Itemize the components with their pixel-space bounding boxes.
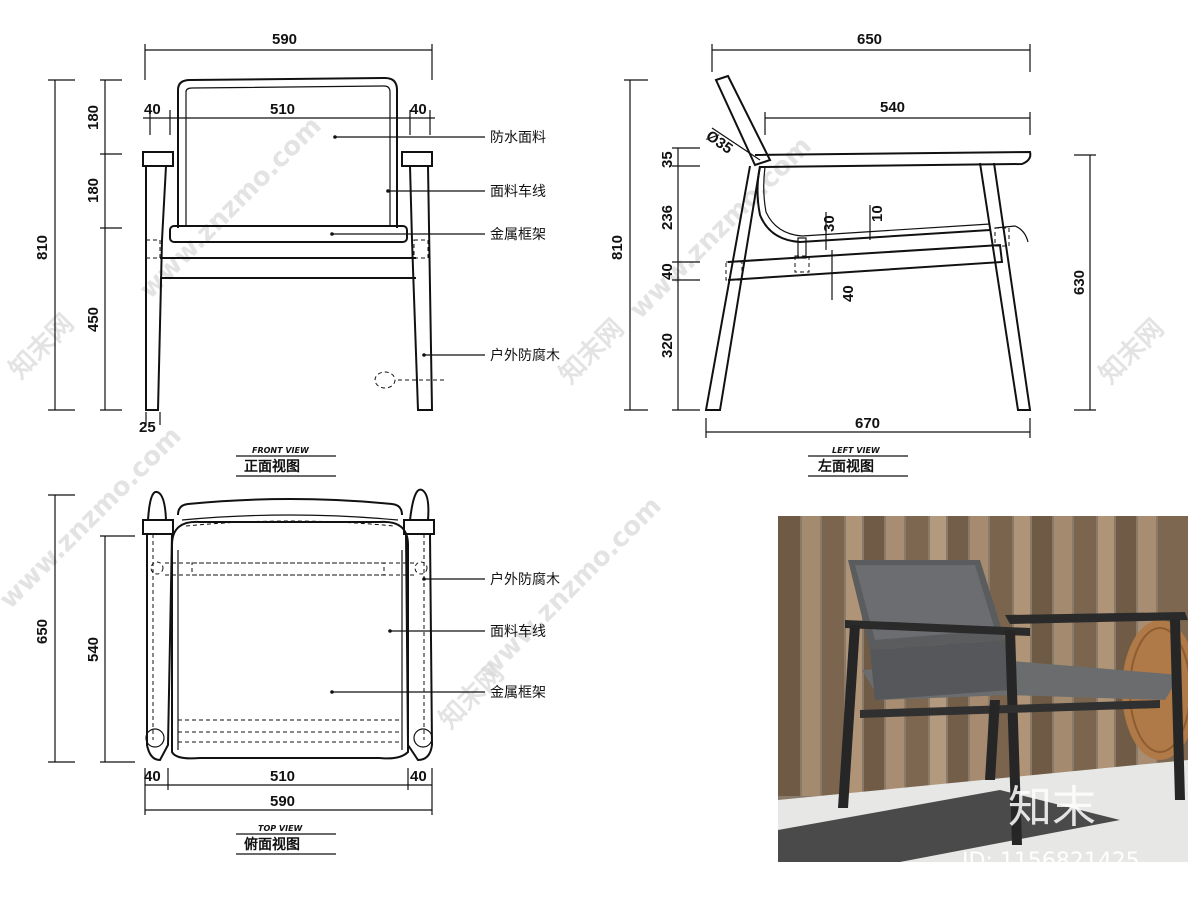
front-width-total: 590 (272, 31, 297, 48)
front-back-upper: 180 (85, 105, 102, 130)
chair-photo (838, 560, 1188, 845)
front-view-title: 正面视图 (244, 458, 300, 475)
left-depth-total: 650 (857, 31, 882, 48)
watermark-brand: 知末网 (4, 309, 80, 385)
left-dim-320: 320 (659, 333, 676, 358)
left-arm-height: 630 (1071, 270, 1088, 295)
top-width-total: 590 (270, 793, 295, 810)
left-height-total: 810 (609, 235, 626, 260)
product-photo: 知末 ID: 1156821425 (778, 516, 1188, 874)
front-view: 590 40 510 40 810 180 180 450 (34, 31, 560, 477)
left-dim-30: 30 (821, 215, 838, 232)
left-view-title: 左面视图 (817, 458, 874, 475)
front-callout-frame: 金属框架 (490, 227, 546, 243)
top-callout-stitch: 面料车线 (490, 623, 546, 640)
left-dim-40b: 40 (840, 285, 857, 302)
front-callout-wood: 户外防腐木 (490, 347, 560, 364)
photo-id: ID: 1156821425 (962, 849, 1140, 874)
front-callout-stitch: 面料车线 (490, 183, 546, 200)
watermark-site: www.znzmo.com (624, 131, 818, 325)
top-view: 650 540 (34, 488, 560, 855)
front-width-inner: 510 (270, 101, 295, 118)
left-dim-236: 236 (659, 205, 676, 230)
photo-logo: 知末 (1008, 782, 1096, 833)
left-base-depth: 670 (855, 415, 880, 432)
left-tube-dia: Ø35 (703, 127, 736, 157)
top-callout-wood: 户外防腐木 (490, 571, 560, 588)
top-callout-frame: 金属框架 (490, 685, 546, 701)
front-back-lower: 180 (85, 178, 102, 203)
front-leg-height: 450 (85, 307, 102, 332)
front-callout-fabric: 防水面料 (490, 130, 546, 146)
left-dim-40: 40 (659, 263, 676, 280)
front-leg-width: 25 (139, 419, 156, 436)
top-width-inner: 510 (270, 768, 295, 785)
watermark-brand: 知末网 (1094, 314, 1170, 390)
top-arm-right: 40 (410, 768, 427, 785)
left-view-title-en: LEFT VIEW (832, 446, 881, 455)
top-depth-total: 650 (34, 619, 51, 644)
top-seat-depth: 540 (85, 637, 102, 662)
left-dim-35: 35 (659, 151, 676, 168)
left-seat-depth: 540 (880, 99, 905, 116)
top-arm-left: 40 (144, 768, 161, 785)
top-view-title-en: TOP VIEW (258, 824, 304, 833)
front-height-total: 810 (34, 235, 51, 260)
front-view-title-en: FRONT VIEW (252, 446, 310, 455)
front-arm-left: 40 (144, 101, 161, 118)
watermark-site: www.znzmo.com (0, 421, 188, 615)
front-arm-right: 40 (410, 101, 427, 118)
left-view: 650 540 Ø35 810 35 236 40 320 630 (609, 31, 1096, 477)
left-dim-10: 10 (869, 205, 886, 222)
watermark-brand: 知末网 (554, 314, 630, 390)
top-view-title: 俯面视图 (244, 836, 300, 853)
